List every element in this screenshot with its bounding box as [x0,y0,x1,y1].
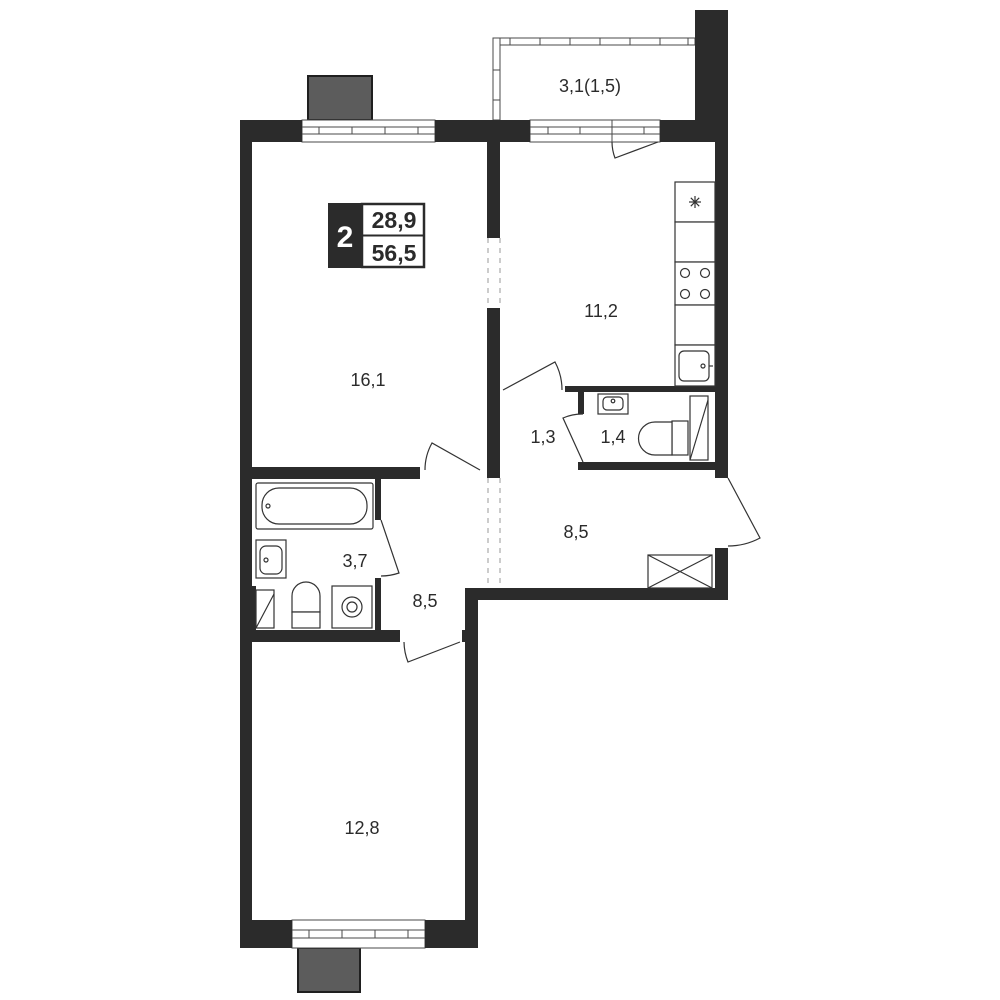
balcony-glazing-left [492,37,501,121]
wall-stub-lower-door [462,630,478,642]
wall-top-middle [435,120,530,142]
sink-icon [255,539,287,579]
area-label-vestibule: 1,3 [530,427,555,447]
kitchen-counter [674,221,716,263]
area-label-kitchen: 11,2 [584,301,618,321]
wall-hall-bottom [465,588,728,600]
area-label-toilet: 1,4 [600,427,625,447]
window-lower-room [291,919,426,949]
balcony-glazing-top [492,37,696,46]
toilet-bottom-wall [578,462,715,470]
stove-icon [674,261,716,306]
area-label-hall-left: 8,5 [412,591,437,611]
kitchen-counter [674,304,716,346]
area-label-balcony: 3,1(1,5) [559,76,621,96]
toilet-icon [637,420,689,456]
area-label-hall-right: 8,5 [563,522,588,542]
door-entrance [727,477,761,547]
sink-icon [674,344,716,387]
boiler-cabinet [689,395,709,461]
window-upper-room [301,119,436,143]
washing-machine-icon [331,585,373,629]
ventilation-shaft-icon [647,554,713,589]
door-kitchen [502,361,563,391]
toilet-left-wall [578,392,584,414]
toilet-icon [291,581,321,629]
wall-top-left [240,120,302,142]
walls [240,10,728,948]
door-balcony [611,141,659,159]
wall-balcony-side [695,10,728,142]
kitchen-fixtures [674,181,716,387]
bathroom-cabinet [255,589,275,629]
outdoor-unit-bottom [297,947,361,993]
bathroom-partition-upper [375,479,381,520]
area-label-bathroom: 3,7 [342,551,367,571]
bathroom-cabinet-wall [252,586,256,630]
wall-bottom-right [425,920,478,948]
doors [380,141,761,663]
open-passages [487,238,501,588]
area-label-room-upper: 16,1 [350,370,385,390]
wall-lower-room-right [465,588,478,948]
room-count: 2 [337,221,354,254]
door-lower-room [403,641,461,663]
wall-right-lower [715,548,728,600]
outdoor-unit-top [307,75,373,121]
toilet-room-fixtures [597,393,709,461]
wall-right-upper [715,142,728,478]
living-area: 28,9 [372,207,417,233]
wall-room-bathroom [240,467,420,479]
balcony-glazing [492,37,696,121]
outdoor-units [297,75,373,993]
glazing-ticks [493,38,689,101]
sink-icon [597,393,629,415]
door-upper-room [424,442,481,471]
bathroom-fixtures [255,482,374,629]
window-kitchen [529,119,661,143]
snowflake-icon [674,181,716,223]
area-label-room-lower: 12,8 [344,818,379,838]
apartment-badge: 2 28,9 56,5 [328,202,426,269]
room-count-box [328,203,362,268]
area-labels: 3,1(1,5) 16,1 11,2 1,3 1,4 8,5 3,7 8,5 1… [342,76,625,838]
total-area: 56,5 [372,240,417,266]
wall-bathroom-room [240,630,400,642]
bathroom-partition-lower [375,578,381,630]
wall-left [240,120,252,948]
wall-kitchen-toilet [565,386,715,392]
door-toilet [562,413,584,463]
wall-bottom-left [240,920,292,948]
partition-lower [487,308,500,478]
door-bathroom [380,519,400,577]
bathtub-icon [255,482,374,530]
partition-upper [487,142,500,238]
